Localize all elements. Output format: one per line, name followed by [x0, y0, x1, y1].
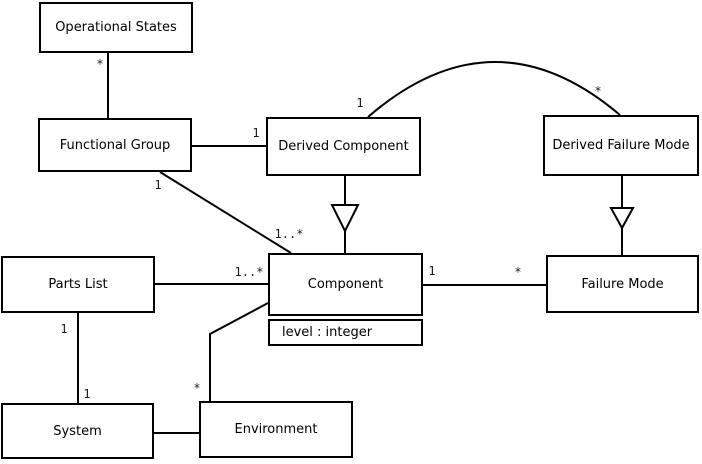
edge-environment-component: [209, 302, 269, 401]
generalization-arrow-component: [330, 204, 360, 234]
mult-partslist-system-1: 1: [60, 322, 67, 336]
derived-failure-mode-box: Derived Failure Mode: [543, 115, 699, 176]
functional-group-box: Functional Group: [38, 118, 192, 172]
system-label: System: [53, 423, 102, 439]
mult-opstates-funcgroup-star: *: [96, 57, 103, 71]
mult-arc-derivedfm-star: *: [594, 84, 601, 98]
edge-derivedcomp-derivedfm-arc: [367, 61, 621, 118]
system-box: System: [1, 403, 154, 459]
mult-funcgroup-derivedcomp-1: 1: [252, 126, 259, 140]
mult-arc-derivedcomp-1: 1: [356, 96, 363, 110]
operational-states-label: Operational States: [55, 20, 177, 35]
edge-funcgroup-component: [159, 171, 292, 254]
mult-component-failuremode-1: 1: [428, 264, 435, 278]
mult-funcgroup-component-1star: 1..*: [275, 227, 304, 241]
mult-partslist-component-1star: 1..*: [235, 265, 264, 279]
failure-mode-label: Failure Mode: [581, 276, 664, 292]
derived-failure-mode-label: Derived Failure Mode: [552, 138, 690, 153]
derived-component-box: Derived Component: [266, 117, 421, 176]
component-attributes-box: level : integer: [268, 319, 423, 346]
generalization-arrow-failuremode: [609, 207, 635, 231]
environment-label: Environment: [234, 422, 318, 437]
environment-box: Environment: [199, 401, 353, 458]
component-box: Component: [268, 253, 423, 316]
operational-states-box: Operational States: [39, 2, 193, 53]
parts-list-box: Parts List: [1, 256, 155, 313]
mult-environment-star: *: [193, 381, 200, 395]
functional-group-label: Functional Group: [59, 137, 171, 153]
derived-component-label: Derived Component: [278, 139, 409, 154]
failure-mode-box: Failure Mode: [546, 255, 699, 313]
parts-list-label: Parts List: [48, 277, 108, 292]
component-attributes-label: level : integer: [282, 325, 373, 340]
component-label: Component: [307, 277, 384, 292]
mult-funcgroup-component-1: 1: [154, 178, 161, 192]
mult-system-partslist-1: 1: [83, 387, 90, 401]
mult-component-failuremode-star: *: [514, 265, 521, 279]
